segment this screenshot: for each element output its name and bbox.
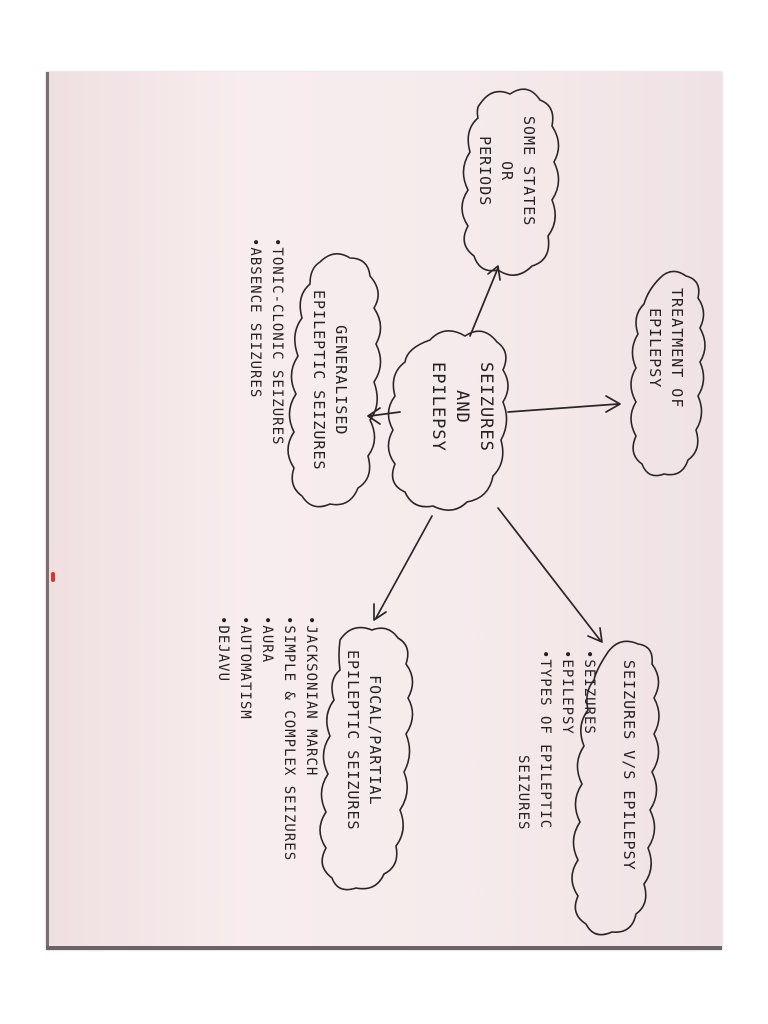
node-focal: FOCAL/PARTIAL EPILEPTIC SEIZURES <box>342 650 386 831</box>
vs-bullet-4: SEIZURES <box>515 755 531 831</box>
focal-bullet-1: •JACKSONIAN MARCH <box>303 616 319 777</box>
vs-title: SEIZURES V/S EPILEPSY <box>620 660 638 871</box>
focal-title-2: EPILEPTIC SEIZURES <box>344 650 362 831</box>
generalised-bullets: •TONIC-CLONIC SEIZURES •ABSENCE SEIZURES <box>244 238 288 445</box>
treatment-line-1: TREATMENT OF <box>668 288 686 409</box>
arrowhead-vs <box>587 627 603 643</box>
focal-bullet-3: •AURA <box>259 616 275 664</box>
red-ink-mark <box>51 572 55 582</box>
node-center: SEIZURES AND EPILEPSY <box>426 362 498 452</box>
arrow-to-treatment <box>507 403 619 413</box>
arrow-to-focal <box>375 515 433 619</box>
vs-bullet-2: •EPILEPSY <box>559 650 575 735</box>
generalised-title-2: EPILEPTIC SEIZURES <box>310 290 328 471</box>
cloud-some-states <box>461 88 560 276</box>
cloud-center <box>387 330 509 511</box>
vs-bullet-3: •TYPES OF EPILEPTIC <box>537 650 553 830</box>
some-states-line-2: OR <box>498 161 516 182</box>
arrow-to-generalised <box>369 411 401 417</box>
arrowhead-focal <box>373 603 387 621</box>
center-line-3: EPILEPSY <box>428 362 448 452</box>
node-some-states: SOME STATES OR PERIODS <box>474 116 540 226</box>
arrowhead-generalised <box>367 407 381 425</box>
paper-bottom-edge <box>46 946 722 950</box>
node-treatment: TREATMENT OF EPILEPSY <box>644 288 688 408</box>
focal-bullet-5: •DEJAVU <box>215 616 231 683</box>
cloud-vs <box>571 640 660 936</box>
some-states-line-1: SOME STATES <box>520 116 538 227</box>
cloud-generalised <box>287 253 382 508</box>
vs-bullet-1: •SEIZURES <box>581 650 597 735</box>
generalised-title-1: GENERALISED <box>332 325 350 436</box>
center-line-1: SEIZURES <box>476 362 496 452</box>
center-line-2: AND <box>452 390 472 424</box>
node-generalised: GENERALISED EPILEPTIC SEIZURES <box>308 290 352 471</box>
treatment-line-2: EPILEPSY <box>646 308 664 389</box>
vs-bullets: •SEIZURES •EPILEPSY •TYPES OF EPILEPTIC … <box>512 650 600 830</box>
focal-title-1: FOCAL/PARTIAL <box>366 675 384 806</box>
cloud-focal <box>319 626 414 891</box>
arrow-to-some-states <box>469 267 499 337</box>
generalised-bullet-2: •ABSENCE SEIZURES <box>247 238 263 399</box>
arrowhead-some-states <box>487 265 501 281</box>
paper-sheet <box>46 72 722 950</box>
arrow-to-vs <box>497 507 601 641</box>
focal-bullets: •JACKSONIAN MARCH •SIMPLE & COMPLEX SEIZ… <box>212 616 322 861</box>
cloud-treatment <box>630 270 706 477</box>
node-vs: SEIZURES V/S EPILEPSY <box>618 660 640 871</box>
focal-bullet-4: •AUTOMATISM <box>237 616 253 720</box>
focal-bullet-2: •SIMPLE & COMPLEX SEIZURES <box>281 616 297 862</box>
generalised-bullet-1: •TONIC-CLONIC SEIZURES <box>269 238 285 446</box>
paper-left-edge <box>46 72 49 950</box>
cloud-outlines <box>287 88 706 936</box>
arrowhead-treatment <box>605 395 621 413</box>
some-states-line-3: PERIODS <box>476 136 494 207</box>
